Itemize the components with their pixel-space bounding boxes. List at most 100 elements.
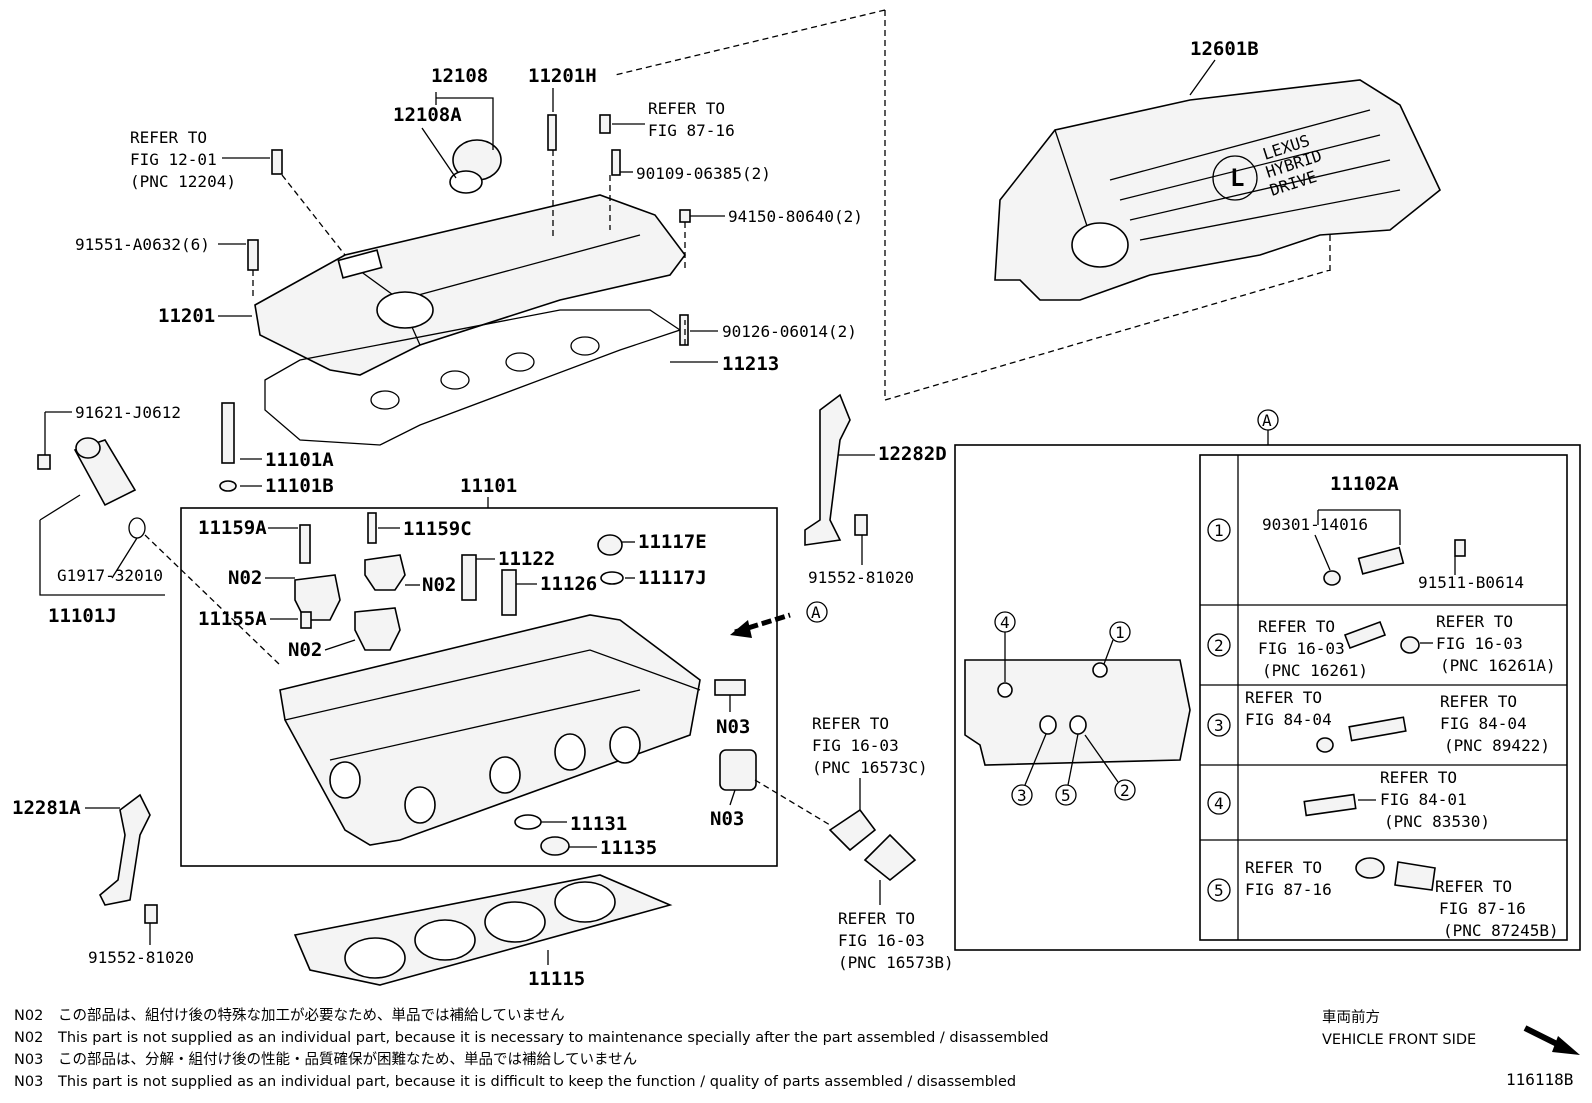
svg-text:2: 2 [1120,781,1130,800]
row2-l1: REFER TO [1258,617,1335,636]
svg-text:1: 1 [1115,623,1125,642]
row1-num: 1 [1214,521,1224,540]
note-4-code: N03 [14,1074,43,1090]
note-3-text: この部品は、分解・組付け後の性能・品質確保が困難なため、単品では補給していません [58,1050,637,1068]
row4-num: 4 [1214,794,1224,813]
label-11131: 11131 [570,813,627,835]
figure-number: 116118B [1506,1070,1573,1089]
label-n02-c: N02 [288,639,322,661]
label-12281a: 12281A [12,797,81,819]
label-12108a: 12108A [393,104,462,126]
engine-cover: L LEXUS HYBRID DRIVE [994,79,1441,301]
bolt-icons [219,114,691,492]
label-11159a: 11159A [198,517,267,539]
callout-a2: A [1262,411,1272,430]
row3-r3: (PNC 89422) [1444,736,1550,755]
row2-l2: FIG 16-03 [1258,639,1345,658]
label-11115: 11115 [528,968,585,990]
engine-block-detail [964,659,1191,766]
label-n02-b: N02 [422,574,456,596]
row3-r1: REFER TO [1440,692,1517,711]
row5-num: 5 [1214,881,1224,900]
label-refer-16-03-b-a: REFER TO [838,909,915,928]
label-refer-16-03-b-c: (PNC 16573B) [838,953,954,972]
row5-l1: REFER TO [1245,858,1322,877]
label-g1917: G1917-32010 [57,566,163,585]
label-11201: 11201 [158,305,215,327]
row1-part: 11102A [1330,473,1399,495]
label-n03-a: N03 [716,716,750,738]
row2-r2: FIG 16-03 [1436,634,1523,653]
front-arrow-icon [1523,1025,1580,1055]
label-11122: 11122 [498,548,555,570]
row5-r3: (PNC 87245B) [1443,921,1559,940]
row2-r3: (PNC 16261A) [1440,656,1556,675]
label-refer-12-01-c: (PNC 12204) [130,172,236,191]
label-11101a: 11101A [265,449,334,471]
cylinder-head [279,614,701,846]
note-2-code: N02 [14,1030,43,1046]
label-n03-b: N03 [710,808,744,830]
label-11159c: 11159C [403,518,472,540]
oil-cap [449,139,502,194]
row3-r2: FIG 84-04 [1440,714,1527,733]
ocv-valve [37,437,146,539]
row2-num: 2 [1214,636,1224,655]
label-12601b: 12601B [1190,38,1259,60]
label-91551: 91551-A0632(6) [75,235,210,254]
row4-r3: (PNC 83530) [1384,812,1490,831]
label-11101b: 11101B [265,475,334,497]
row1-sub1: 90301-14016 [1262,515,1368,534]
row5-l2: FIG 87-16 [1245,880,1332,899]
label-11101j: 11101J [48,605,117,627]
valve-cover [254,194,686,376]
block-callouts: 4 1 3 5 2 [994,611,1136,806]
gasket-holes [370,336,600,410]
note-3-code: N03 [14,1052,43,1068]
label-11155a: 11155A [198,608,267,630]
label-11213: 11213 [722,353,779,375]
row1-sub2: 91511-B0614 [1418,573,1524,592]
label-refer-12-01-a: REFER TO [130,128,207,147]
label-refer-16-03-b-b: FIG 16-03 [838,931,925,950]
label-91621: 91621-J0612 [75,403,181,422]
label-11117e: 11117E [638,531,707,553]
vehicle-front-en: VEHICLE FRONT SIDE [1322,1032,1476,1048]
svg-text:5: 5 [1061,786,1071,805]
note-1-code: N02 [14,1008,43,1024]
note-1-text: この部品は、組付け後の特殊な加工が必要なため、単品では補給していません [58,1007,565,1024]
row5-r1: REFER TO [1435,877,1512,896]
label-refer-87-16-b: FIG 87-16 [648,121,735,140]
label-11135: 11135 [600,837,657,859]
label-12282d: 12282D [878,443,947,465]
row5-r2: FIG 87-16 [1439,899,1526,918]
label-90109: 90109-06385(2) [636,164,771,183]
sensor-table [1199,454,1568,941]
label-12108: 12108 [431,65,488,87]
label-91552-b: 91552-81020 [88,948,194,967]
label-91552-a: 91552-81020 [808,568,914,587]
label-11126: 11126 [540,573,597,595]
label-11117j: 11117J [638,567,707,589]
callout-a-circle [806,601,828,623]
row3-num: 3 [1214,716,1224,735]
note-4-text: This part is not supplied as an individu… [57,1074,1016,1090]
label-94150: 94150-80640(2) [728,207,863,226]
label-n02-a: N02 [228,567,262,589]
notes: N02 この部品は、組付け後の特殊な加工が必要なため、単品では補給していません … [14,1007,1049,1090]
detail-a-box [954,444,1581,951]
svg-text:4: 4 [1000,613,1010,632]
label-refer-12-01-b: FIG 12-01 [130,150,217,169]
row2-r1: REFER TO [1436,612,1513,631]
label-90126: 90126-06014(2) [722,322,857,341]
row3-l1: REFER TO [1245,688,1322,707]
label-refer-16-03-c-b: FIG 16-03 [812,736,899,755]
label-refer-87-16-a: REFER TO [648,99,725,118]
note-2-text: This part is not supplied as an individu… [57,1030,1049,1046]
row4-r1: REFER TO [1380,768,1457,787]
row2-l3: (PNC 16261) [1262,661,1368,680]
cylinder-head-box [180,507,778,867]
row4-r2: FIG 84-01 [1380,790,1467,809]
